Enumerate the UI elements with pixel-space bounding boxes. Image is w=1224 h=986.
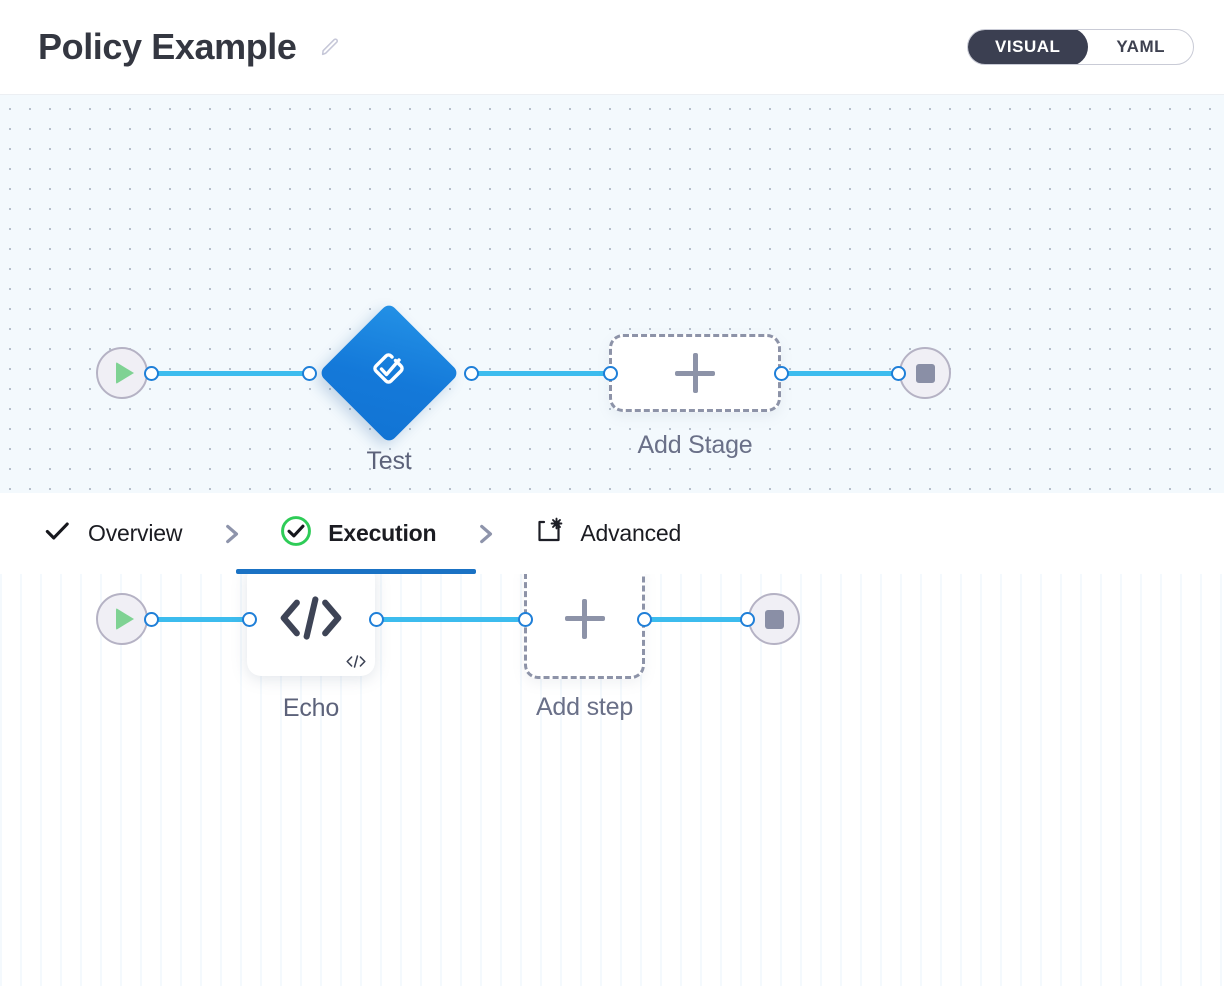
stop-icon (764, 609, 784, 629)
stage-edge-start-to-test[interactable] (150, 371, 315, 376)
step-edge-echo-to-add[interactable] (375, 617, 520, 622)
stage-config-tabs[interactable]: Overview Execution Advanced (0, 493, 1224, 574)
chevron-right-icon (184, 521, 278, 547)
stage-edge-add-to-end[interactable] (780, 371, 900, 376)
code-icon (278, 594, 344, 647)
stop-icon (915, 363, 935, 383)
step-port-echo-out[interactable] (369, 612, 384, 627)
tab-execution-label: Execution (328, 520, 437, 546)
pencil-icon[interactable] (319, 36, 341, 58)
play-icon (115, 362, 134, 384)
plus-icon (564, 598, 605, 639)
stage-start-node[interactable] (96, 347, 148, 399)
step-edge-start-to-echo[interactable] (150, 617, 254, 622)
toggle-option-visual[interactable]: VISUAL (968, 30, 1089, 64)
stage-port-start-out[interactable] (144, 366, 159, 381)
tab-overview[interactable]: Overview (40, 493, 184, 574)
stage-canvas[interactable]: Test Add Stage (0, 94, 1224, 493)
stage-end-node[interactable] (899, 347, 951, 399)
chevron-right-icon-2 (438, 521, 532, 547)
step-node-echo-label: Echo (282, 694, 340, 722)
stage-node-test-label: Test (366, 447, 412, 475)
page-header: Policy Example VISUAL YAML (0, 0, 1224, 94)
add-stage-label: Add Stage (637, 431, 753, 459)
start-node-circle[interactable] (96, 347, 148, 399)
stage-port-test-out[interactable] (464, 366, 479, 381)
add-stage-node[interactable] (609, 334, 781, 412)
page-title: Policy Example (38, 26, 297, 67)
view-mode-toggle[interactable]: VISUAL YAML (967, 29, 1194, 65)
step-port-end-in[interactable] (740, 612, 755, 627)
tab-overview-label: Overview (88, 520, 183, 546)
tab-execution[interactable]: Execution (236, 493, 477, 574)
step-port-echo-in[interactable] (242, 612, 257, 627)
step-end-node[interactable] (748, 593, 800, 645)
add-step-label: Add step (535, 693, 634, 721)
stage-diamond[interactable] (318, 302, 460, 444)
tab-advanced-label: Advanced (580, 520, 682, 546)
step-start-node-circle[interactable] (96, 593, 148, 645)
approval-check-icon (365, 349, 413, 397)
tab-advanced[interactable]: Advanced (532, 493, 683, 574)
step-port-add-out[interactable] (637, 612, 652, 627)
step-end-node-circle[interactable] (748, 593, 800, 645)
check-circle-icon (280, 515, 312, 552)
step-port-start-out[interactable] (144, 612, 159, 627)
add-step-node[interactable] (524, 574, 645, 679)
plus-icon (675, 353, 715, 393)
play-icon (115, 608, 134, 630)
step-node-echo[interactable] (247, 574, 375, 676)
end-node-circle[interactable] (899, 347, 951, 399)
stage-port-test-in[interactable] (302, 366, 317, 381)
step-port-add-in[interactable] (518, 612, 533, 627)
step-start-node[interactable] (96, 593, 148, 645)
stage-port-end-in[interactable] (891, 366, 906, 381)
check-icon (42, 516, 72, 551)
toggle-option-yaml[interactable]: YAML (1116, 37, 1165, 56)
code-icon-small (345, 654, 367, 672)
step-canvas[interactable]: Echo Add step (0, 574, 1224, 986)
window-gear-icon (534, 516, 564, 551)
step-edge-add-to-end[interactable] (643, 617, 751, 622)
stage-edge-test-to-add[interactable] (470, 371, 615, 376)
stage-port-add-in[interactable] (603, 366, 618, 381)
stage-port-add-out[interactable] (774, 366, 789, 381)
stage-node-test[interactable] (318, 302, 460, 444)
